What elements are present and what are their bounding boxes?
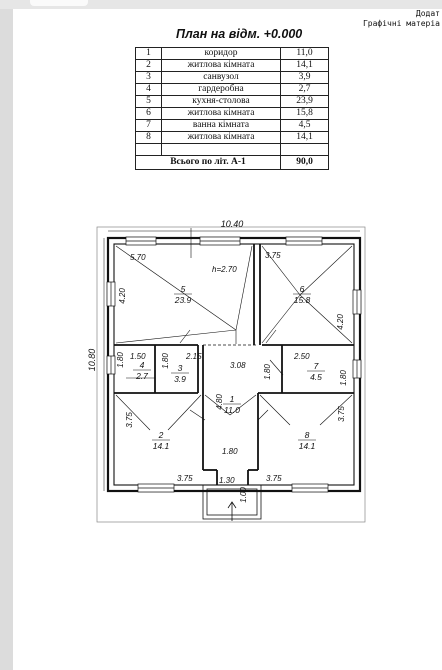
room-label-number: 3 [178, 363, 183, 373]
dim-5-70: 5.70 [130, 253, 146, 262]
room-label-number: 4 [140, 360, 145, 370]
entrance-porch [202, 484, 262, 521]
dim-1-30: 1.30 [219, 476, 235, 485]
dim-1-50: 1.50 [130, 352, 146, 361]
dim-4-80: 4.80 [215, 394, 224, 410]
dim-4-20-right: 4.20 [336, 314, 345, 330]
ceiling-height: h=2.70 [212, 265, 237, 274]
blank-row [135, 143, 329, 156]
dim-3-75-bottom-left: 3.75 [177, 474, 193, 483]
window-top-strip [0, 0, 442, 9]
room-label-area: 11.0 [224, 405, 240, 415]
ceiling-lines [115, 245, 353, 431]
room-label-area: 23.9 [174, 295, 192, 305]
dimension-texts: 10.40 10.80 5.70 3.75 h=2.70 4.20 4.20 1… [87, 219, 348, 503]
dimension-lines [103, 230, 360, 491]
room-label-area: 14.1 [299, 441, 316, 451]
dim-3-08: 3.08 [230, 361, 246, 370]
dim-2-15: 2.15 [185, 352, 202, 361]
dim-1-80-c: 1.80 [263, 364, 272, 380]
room-label-number: 7 [314, 361, 319, 371]
dim-1-00: 1.00 [239, 487, 248, 503]
annex-note: Додат Графічні матеріа [340, 9, 440, 29]
doors [126, 228, 284, 421]
plan-title: План на відм. +0.000 [176, 27, 303, 41]
room-label-number: 2 [158, 430, 164, 440]
room-label-area: 2.7 [135, 371, 148, 381]
total-label: Всього по літ. А-1 [135, 155, 281, 170]
room-label-number: 5 [181, 284, 186, 294]
annex-note-line-2: Графічні матеріа [362, 19, 440, 28]
dim-3-75-bottom-right: 3.75 [266, 474, 282, 483]
dim-3-75-right: 3.75 [337, 406, 346, 422]
room-label-number: 6 [300, 284, 305, 294]
dim-overall-width: 10.40 [221, 219, 244, 229]
room-label-area: 4.5 [310, 372, 322, 382]
dim-1-80-d: 1.80 [339, 370, 348, 386]
room-label-number: 8 [305, 430, 310, 440]
dim-1-80-b: 1.80 [161, 353, 170, 369]
room-label-number: 1 [230, 394, 235, 404]
room-label-area: 14.1 [153, 441, 170, 451]
windows [106, 236, 362, 493]
dim-1-80-a: 1.80 [116, 352, 125, 368]
plan-border [96, 226, 366, 523]
dim-overall-depth: 10.80 [87, 349, 97, 372]
interior-walls [114, 244, 354, 485]
annex-note-line-1: Додат [415, 9, 440, 18]
total-value: 90,0 [280, 155, 329, 170]
dim-4-20-left: 4.20 [118, 288, 127, 304]
dim-3-75-left: 3.75 [125, 412, 134, 428]
room-label-area: 15.8 [294, 295, 311, 305]
dim-3-75-top: 3.75 [265, 251, 281, 260]
dim-2-50: 2.50 [293, 352, 310, 361]
tab-shape [30, 0, 88, 6]
room-label-area: 3.9 [174, 374, 186, 384]
dim-1-80-e: 1.80 [222, 447, 238, 456]
